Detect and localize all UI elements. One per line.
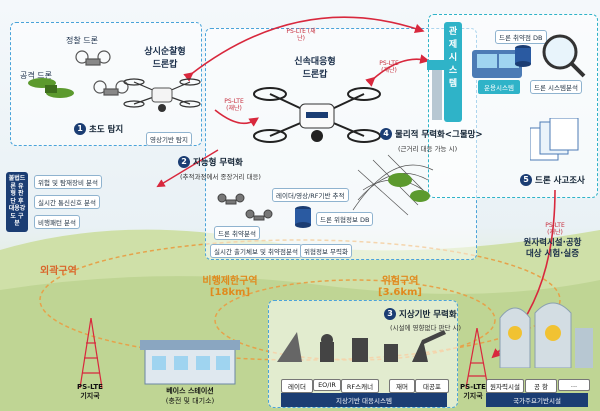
drone-fleet-icon [28,50,129,98]
rapid-sim-tag: 실시간 출기체보 및 취약점분석 [210,244,302,258]
lte-tower-right-icon [465,328,489,388]
lte-label-top: PS-LTE (재난) [286,28,316,42]
rapid-title-line2: 드론캅 [302,70,328,80]
swarm-drones-icon [217,193,273,221]
step-2-sub: (추적과정에서 종장거리 대응) [180,173,261,181]
base-station-title: 베이스 스테이션 [166,387,214,395]
patrol-detect-tag: 영상기반 탐지 [146,132,192,146]
lte-tower-left-icon [79,318,103,388]
lte-label-patrol: PS-LTE (재난) [224,98,244,112]
rapid-analysis-tag: 드론 취약분석 [214,226,260,240]
right-panel-title: 원자력시설·공항 대상 시험·실증 [505,238,600,260]
zone-danger-label: 위험구역 [381,276,419,287]
lte-tower-left-label: PS-LTE 기지국 [77,383,103,400]
step-4-number: 4 [380,128,392,140]
step-1-label: 초도 탐지 [89,125,124,135]
lte-label-right: PS-LTE (재난) [545,222,565,236]
zone-restrict-label: 비행제한구역 [202,276,258,287]
step-4: 4 물리적 무력화<그물망> [380,128,483,140]
step-3: 3 지상기반 무력화 [384,308,457,320]
rapid-neutralize-tag: 위협정보 무력화 [300,244,352,258]
left-item-3: 비행패턴 분석 [34,215,80,229]
zone-outer: 외곽구역 [40,266,77,277]
lte-label-control: PS-LTE (재난) [379,60,399,74]
recon-drone-label: 정찰 드론 [66,36,98,45]
patrol-title-line1: 상시순찰형 [144,47,186,57]
step-1-number: 1 [74,123,86,135]
facility-btn-more: ... [558,379,590,391]
documents-icon [530,118,579,161]
step-2: 2 지능형 무력화 [178,156,243,168]
step-3-number: 3 [384,308,396,320]
control-title-bar [444,22,462,122]
control-tower-icon [427,60,447,120]
step-3-sub: (시설에 영향없다 판단 시) [390,324,462,332]
ground-equipment-icons [277,330,446,362]
zone-danger-dist: [3.6km] [378,287,422,298]
ground-system-bar: 지상기반 대응시스템 [281,393,447,407]
facility-btn-airport: 공 항 [525,379,557,393]
ground-btn-eoir: EO/IR [313,379,341,391]
control-ops-label: 운용시스템 [478,80,520,94]
step-2-label: 지능형 무력화 [193,158,243,168]
ground-btn-jammer: 재머 [389,379,415,393]
control-db-tag: 드론 취약점 DB [495,30,547,44]
step-4-label: 물리적 무력화<그물망> [395,130,483,140]
right-panel-line1: 원자력시설·공항 [523,238,582,248]
step-2-number: 2 [178,156,190,168]
rapid-track-tag: 레이더/영상/RF기반 추적 [272,188,349,202]
right-panel-line2: 대상 시험·실증 [525,249,580,259]
zone-danger: 위험구역 [3.6km] [370,272,430,298]
control-db-icon [515,45,531,67]
left-panel: 불법드론 유형 판단 후 대응강도 구분 위험 및 탐재장비 분석 실시간 통신… [6,172,116,232]
patrol-drone-title: 상시순찰형 드론캅 [130,44,200,70]
facility-btn-nuclear: 원자력시설 [486,379,524,393]
rapid-drone-icon [253,87,381,143]
rapid-title-line1: 신속대응형 [294,57,336,67]
base-station-sub: (충전 및 대기소) [165,397,215,405]
lte-tower-right-label: PS-LTE 기지국 [460,383,486,400]
base-station-icon [140,340,240,385]
operator-desk-icon [472,50,522,78]
control-analysis-tag: 드론 시스템분석 [530,80,582,94]
step-4-sub: (근거리 대응 가능 시) [398,145,458,153]
patrol-drone-icon [123,78,201,112]
magnifier-icon [542,34,586,78]
rapid-db-tag: 드론 위협정보 DB [316,212,374,226]
nuclear-facility-icon [499,302,593,368]
net-capture-icon [352,154,434,216]
step-5-number: 5 [520,174,532,186]
step-3-label: 지상기반 무력화 [399,310,457,320]
zone-restrict: 비행제한구역 [18km] [195,272,265,298]
step-5-label: 드론 사고조사 [535,176,585,186]
rapid-db-icon [295,206,311,228]
ground-btn-aa-gun: 대공포 [415,379,449,393]
zone-restrict-dist: [18km] [209,287,251,298]
step-1: 1 초도 탐지 [74,123,123,135]
left-vertical-bar [6,172,28,232]
left-item-1: 위험 및 탐재장비 분석 [34,175,103,189]
ground-btn-radar: 레이더 [281,379,313,393]
control-title: 관제시스템 [448,27,458,89]
attack-drone-label: 공격 드론 [20,71,52,80]
patrol-title-line2: 드론캅 [152,60,178,70]
step-5: 5 드론 사고조사 [520,174,585,186]
left-item-2: 실시간 통신신호 분석 [34,195,100,209]
ground-btn-rf: RF스캐너 [341,379,379,393]
left-vertical-text: 불법드론 유형 판단 후 대응강도 구분 [8,175,26,227]
rapid-drone-title: 신속대응형 드론캅 [280,54,350,80]
facility-bar: 국가주요기반시설 [486,393,588,407]
